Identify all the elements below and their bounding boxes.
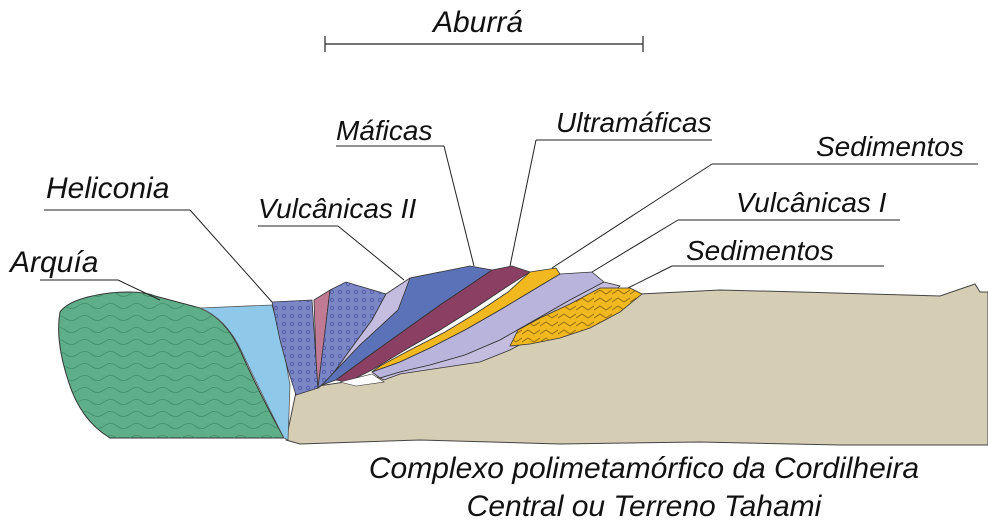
label-maficas: Máficas — [336, 115, 432, 146]
contact-lens — [339, 373, 385, 387]
label-vulcanicas-i: Vulcânicas I — [736, 187, 887, 218]
label-ultramaficas: Ultramáficas — [556, 107, 712, 138]
label-arquia: Arquía — [8, 246, 98, 279]
ultramaficas-unit — [334, 265, 531, 383]
label-heliconia: Heliconia — [46, 172, 169, 205]
vulcanicas-ii-texture-left — [272, 300, 318, 395]
label-sedimentos-lower: Sedimentos — [686, 235, 834, 266]
leader-lines — [40, 139, 978, 303]
heliconia-unit — [199, 304, 291, 441]
arquia-texture — [58, 292, 284, 438]
vulcanicas-ii-texture-right — [318, 282, 386, 388]
caption-line-2: Central ou Terreno Tahami — [467, 490, 823, 523]
label-vulcanicas-ii: Vulcânicas II — [258, 193, 416, 224]
label-sedimentos-upper: Sedimentos — [816, 131, 964, 162]
sedimentos-lower-texture — [510, 288, 642, 346]
aburra-label: Aburrá — [431, 6, 523, 39]
caption-line-1: Complexo polimetamórfico da Cordilheira — [369, 452, 919, 485]
